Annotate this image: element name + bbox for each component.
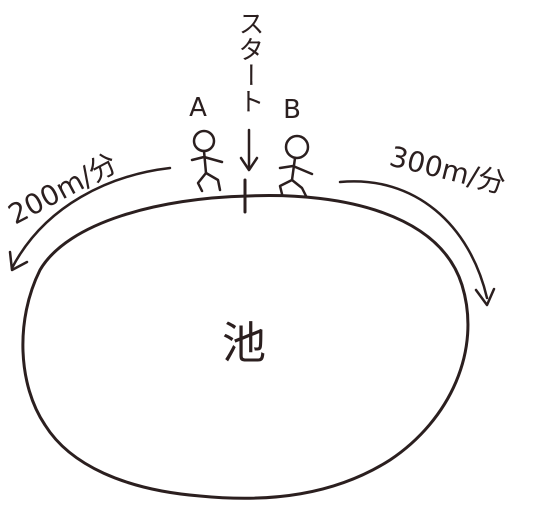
- start-label: スタート: [234, 10, 264, 114]
- runner-a-figure: [190, 129, 224, 193]
- direction-arrow-right: [338, 180, 496, 307]
- direction-arrow-left: [8, 166, 172, 272]
- pond-label: 池: [222, 318, 266, 369]
- runner-b-label: B: [283, 95, 301, 125]
- runner-a-label: A: [189, 93, 207, 123]
- runner-b-figure: [278, 134, 314, 198]
- pond-outline: [21, 194, 470, 500]
- start-arrow: [239, 128, 259, 172]
- speed-label-left: 200m/分: [3, 147, 123, 232]
